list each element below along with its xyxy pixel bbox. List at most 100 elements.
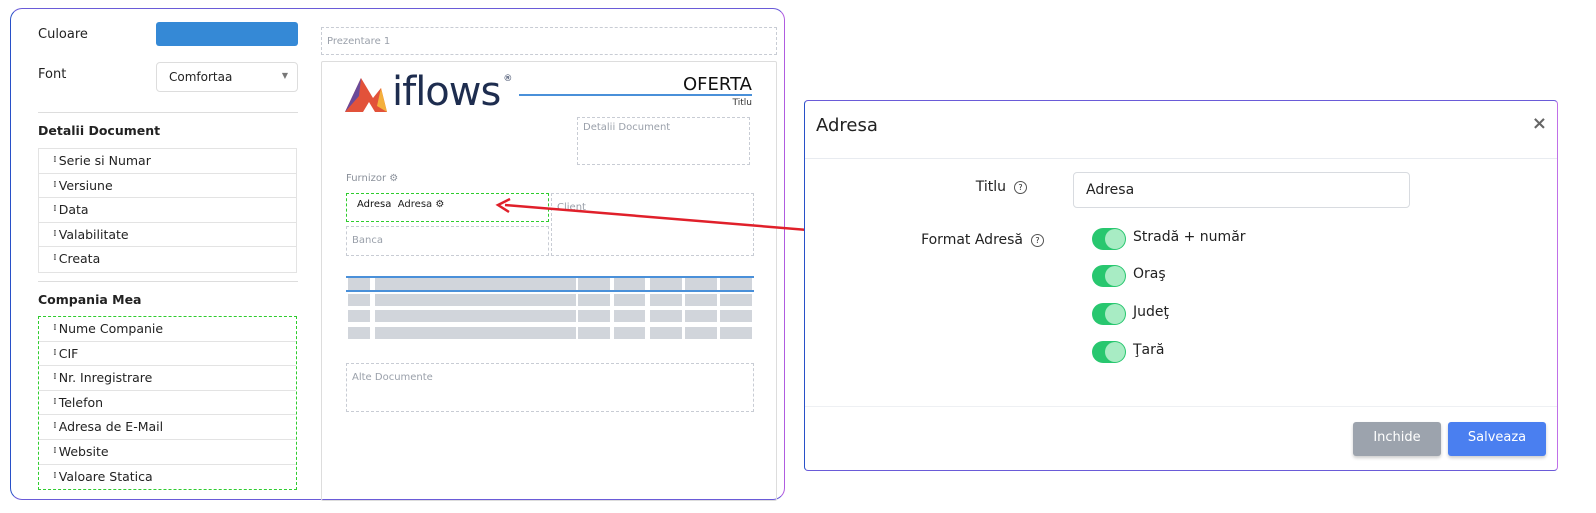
table-rule	[346, 290, 754, 292]
list-item[interactable]: ⁞⁞Versiune	[39, 174, 296, 199]
option-label: Ţară	[1133, 342, 1165, 358]
item-label: Valabilitate	[58, 226, 129, 242]
client-label: Client	[557, 202, 586, 213]
list-item[interactable]: ⁞⁞Telefon	[39, 391, 296, 416]
option-label: Oraş	[1133, 266, 1166, 282]
supplier-text: Furnizor	[346, 173, 387, 184]
item-label: Versiune	[58, 177, 113, 193]
table-cell-placeholder	[720, 310, 752, 322]
item-label: Adresa de E-Mail	[58, 419, 164, 435]
registered-mark: ®	[503, 74, 513, 84]
list-item[interactable]: ⁞⁞Nr. Inregistrare	[39, 366, 296, 391]
title-input[interactable]	[1073, 172, 1410, 208]
table-cell-placeholder	[578, 294, 610, 306]
other-documents-dropzone[interactable]: Alte Documente	[346, 363, 754, 412]
logo-text: iflows	[392, 69, 501, 115]
bank-label: Banca	[352, 235, 383, 246]
list-item[interactable]: ⁞⁞Valabilitate	[39, 223, 296, 248]
table-cell-placeholder	[685, 310, 717, 322]
list-item[interactable]: ⁞⁞Adresa de E-Mail	[39, 415, 296, 440]
table-cell-placeholder	[685, 294, 717, 306]
table-header-placeholder	[614, 278, 645, 290]
option-label: Judeţ	[1133, 304, 1169, 320]
supplier-label: Furnizor ⚙	[346, 173, 398, 184]
address-settings-modal: Adresa × Titlu? Format Adresă? Stradă + …	[804, 100, 1558, 471]
list-item[interactable]: ⁞⁞Website	[39, 440, 296, 465]
title-field-label: Titlu?	[976, 179, 1027, 195]
table-header-placeholder	[578, 278, 610, 290]
table-cell-placeholder	[375, 310, 576, 322]
presentation-dropzone[interactable]: Prezentare 1	[321, 27, 777, 55]
iflows-logo-icon	[345, 78, 387, 112]
close-icon[interactable]: ×	[1531, 113, 1547, 134]
divider	[805, 406, 1557, 407]
font-select-value: Comfortaa	[169, 70, 233, 84]
divider	[38, 112, 298, 113]
toggle-city[interactable]	[1092, 265, 1126, 287]
table-cell-placeholder	[348, 294, 370, 306]
help-icon[interactable]: ?	[1031, 233, 1044, 247]
gear-icon[interactable]: ⚙	[435, 199, 445, 210]
document-subtitle: Titlu	[732, 98, 752, 108]
table-cell-placeholder	[348, 310, 370, 322]
format-label-text: Format Adresă	[921, 232, 1023, 248]
table-header-placeholder	[375, 278, 576, 290]
divider	[805, 158, 1557, 159]
logo: iflows ®	[392, 70, 512, 114]
table-cell-placeholder	[375, 327, 576, 339]
help-icon[interactable]: ?	[1014, 180, 1027, 194]
table-header-placeholder	[685, 278, 717, 290]
table-cell-placeholder	[685, 327, 717, 339]
list-item[interactable]: ⁞⁞Serie si Numar	[39, 149, 296, 174]
document-details-list: ⁞⁞Serie si Numar ⁞⁞Versiune ⁞⁞Data ⁞⁞Val…	[38, 148, 297, 273]
item-label: Data	[58, 202, 89, 218]
table-cell-placeholder	[348, 327, 370, 339]
item-label: CIF	[58, 345, 79, 361]
document-title: OFERTA	[682, 74, 752, 95]
item-label: Website	[58, 443, 109, 459]
font-select[interactable]: Comfortaa ▼	[156, 62, 298, 92]
format-field-label: Format Adresă?	[921, 232, 1044, 248]
template-editor-panel	[10, 8, 785, 500]
my-company-heading: Compania Mea	[38, 292, 142, 307]
table-cell-placeholder	[614, 310, 645, 322]
table-cell-placeholder	[650, 327, 682, 339]
table-cell-placeholder	[375, 294, 576, 306]
list-item[interactable]: ⁞⁞Data	[39, 198, 296, 223]
item-label: Creata	[58, 251, 101, 267]
title-underline	[519, 94, 752, 96]
table-cell-placeholder	[578, 310, 610, 322]
gear-icon[interactable]: ⚙	[389, 173, 399, 184]
my-company-list: ⁞⁞Nume Companie ⁞⁞CIF ⁞⁞Nr. Inregistrare…	[38, 316, 297, 491]
table-rule	[346, 276, 754, 278]
item-label: Telefon	[58, 394, 104, 410]
table-header-placeholder	[650, 278, 682, 290]
toggle-country[interactable]	[1092, 341, 1126, 363]
toggle-street[interactable]	[1092, 228, 1126, 250]
list-item[interactable]: ⁞⁞Nume Companie	[39, 317, 296, 342]
table-cell-placeholder	[614, 294, 645, 306]
title-label-text: Titlu	[975, 179, 1006, 195]
table-cell-placeholder	[720, 294, 752, 306]
table-cell-placeholder	[720, 327, 752, 339]
list-item[interactable]: ⁞⁞Creata	[39, 247, 296, 272]
chevron-down-icon: ▼	[281, 71, 288, 80]
toggle-county[interactable]	[1092, 303, 1126, 325]
divider	[38, 281, 298, 282]
option-label: Stradă + număr	[1133, 229, 1246, 245]
details-dropzone[interactable]: Detalii Document	[577, 117, 750, 165]
bank-dropzone[interactable]: Banca	[346, 226, 549, 256]
address-field-label: Adresa	[357, 199, 392, 210]
table-cell-placeholder	[614, 327, 645, 339]
list-item[interactable]: ⁞⁞CIF	[39, 342, 296, 367]
list-item[interactable]: ⁞⁞Valoare Statica	[39, 465, 296, 490]
address-field-value: Adresa	[397, 199, 433, 210]
save-button[interactable]: Salveaza	[1448, 422, 1546, 456]
table-header-placeholder	[720, 278, 752, 290]
close-button[interactable]: Inchide	[1353, 422, 1441, 456]
document-preview	[321, 61, 777, 501]
details-label: Detalii Document	[583, 122, 671, 133]
presentation-label: Prezentare 1	[327, 36, 391, 47]
color-picker[interactable]	[156, 22, 298, 46]
color-label: Culoare	[38, 27, 88, 42]
